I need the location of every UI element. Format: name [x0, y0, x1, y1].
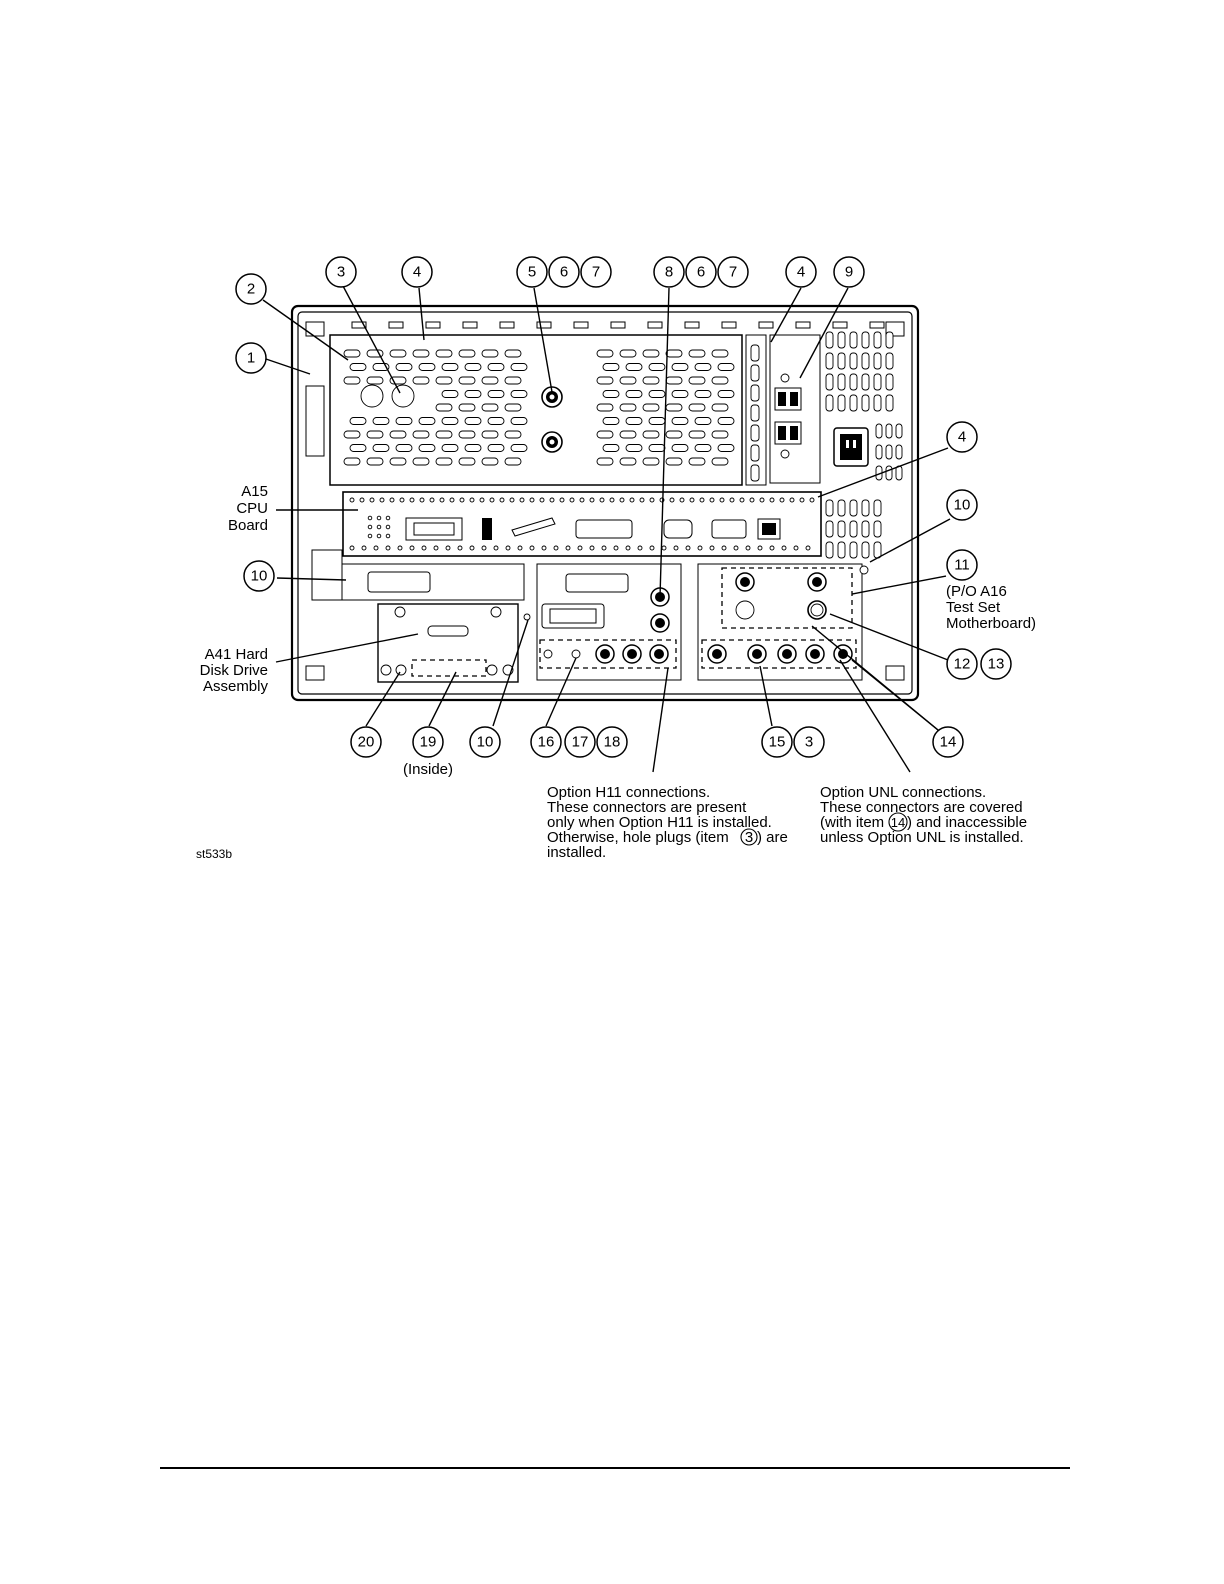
a15-cpu-board — [342, 491, 822, 557]
callout-2: 2 — [235, 273, 267, 305]
option-h11-note: Option H11 connections. These connectors… — [547, 784, 788, 861]
callout-5: 5 — [516, 256, 548, 288]
svg-text:17: 17 — [572, 734, 589, 751]
a16-label-line2: Test Set — [946, 599, 1001, 616]
svg-text:4: 4 — [413, 264, 421, 281]
a41-label-line2: Disk Drive — [200, 662, 268, 679]
footer-rule — [160, 1467, 1070, 1469]
svg-text:9: 9 — [845, 264, 853, 281]
svg-text:) are: ) are — [757, 829, 788, 846]
callout-10-left: 10 — [243, 560, 275, 592]
lower-left-panel — [341, 563, 531, 683]
svg-text:6: 6 — [697, 264, 705, 281]
top-vented-panel — [329, 334, 743, 486]
a16-label-line1: (P/O A16 — [946, 583, 1007, 600]
a16-label-line3: Motherboard) — [946, 615, 1036, 632]
inside-label: (Inside) — [403, 761, 453, 778]
callout-12: 12 — [946, 648, 978, 680]
svg-text:These connectors are covered: These connectors are covered — [820, 799, 1023, 816]
callout-19: 19 — [412, 726, 444, 758]
callout-7-a: 7 — [580, 256, 612, 288]
callout-4-right: 4 — [946, 421, 978, 453]
callout-18: 18 — [596, 726, 628, 758]
callout-15: 15 — [761, 726, 793, 758]
svg-text:1: 1 — [247, 350, 255, 367]
svg-text:5: 5 — [528, 264, 536, 281]
svg-text:12: 12 — [954, 656, 971, 673]
svg-text:20: 20 — [358, 734, 375, 751]
option-unl-note: Option UNL connections. These connectors… — [820, 784, 1027, 846]
svg-text:These connectors are present: These connectors are present — [547, 799, 747, 816]
hole-plug-left — [360, 384, 384, 408]
svg-text:16: 16 — [538, 734, 555, 751]
svg-text:13: 13 — [988, 656, 1005, 673]
svg-text:(with item: (with item — [820, 814, 884, 831]
lower-right-panel — [697, 563, 869, 681]
callout-16: 16 — [530, 726, 562, 758]
callout-7-b: 7 — [717, 256, 749, 288]
callout-9: 9 — [833, 256, 865, 288]
svg-text:3: 3 — [745, 829, 753, 846]
svg-text:7: 7 — [592, 264, 600, 281]
svg-text:6: 6 — [560, 264, 568, 281]
h11-connector-mid — [650, 613, 670, 633]
svg-text:3: 3 — [805, 734, 813, 751]
leader-lines — [262, 285, 951, 773]
lower-middle-panel — [536, 563, 682, 681]
callout-10-right: 10 — [946, 489, 978, 521]
a15-label-line3: Board — [228, 517, 268, 534]
callout-13: 13 — [980, 648, 1012, 680]
a41-label-line3: Assembly — [203, 678, 269, 695]
svg-text:14: 14 — [891, 815, 905, 830]
usb-power-panel — [745, 331, 903, 559]
svg-text:3: 3 — [337, 264, 345, 281]
svg-text:10: 10 — [251, 568, 268, 585]
a15-label-line2: CPU — [236, 500, 268, 517]
callout-4-top-right: 4 — [785, 256, 817, 288]
callout-11: 11 — [946, 549, 978, 581]
rear-connector-lower — [541, 431, 563, 453]
hole-plug-right — [391, 384, 415, 408]
svg-text:11: 11 — [954, 557, 970, 574]
callout-6-b: 6 — [685, 256, 717, 288]
callout-6-a: 6 — [548, 256, 580, 288]
svg-text:2: 2 — [247, 281, 255, 298]
svg-text:Otherwise, hole plugs (item: Otherwise, hole plugs (item — [547, 829, 729, 846]
callout-bubbles: 1 2 3 4 5 6 7 8 6 7 4 9 4 10 10 11 12 13… — [235, 256, 1012, 758]
svg-text:4: 4 — [958, 429, 966, 446]
a15-label-line1: A15 — [241, 483, 268, 500]
callout-14: 14 — [932, 726, 964, 758]
svg-text:10: 10 — [477, 734, 494, 751]
svg-text:unless Option UNL is installed: unless Option UNL is installed. — [820, 829, 1024, 846]
figure-code: st533b — [196, 847, 232, 861]
svg-text:Option H11 connections.: Option H11 connections. — [547, 784, 710, 801]
callout-17: 17 — [564, 726, 596, 758]
svg-text:installed.: installed. — [547, 844, 606, 861]
a41-label-line1: A41 Hard — [205, 646, 268, 663]
callout-4-top-left: 4 — [401, 256, 433, 288]
callout-3-top: 3 — [325, 256, 357, 288]
svg-text:19: 19 — [420, 734, 437, 751]
svg-text:Option UNL connections.: Option UNL connections. — [820, 784, 986, 801]
callout-10-bottom: 10 — [469, 726, 501, 758]
callout-8: 8 — [653, 256, 685, 288]
svg-text:only when Option H11 is instal: only when Option H11 is installed. — [547, 814, 772, 831]
callout-20: 20 — [350, 726, 382, 758]
callout-1: 1 — [235, 342, 267, 374]
callout-3-bottom: 3 — [793, 726, 825, 758]
svg-text:4: 4 — [797, 264, 805, 281]
component-labels: A15 CPU Board A41 Hard Disk Drive Assemb… — [200, 483, 1036, 778]
svg-text:7: 7 — [729, 264, 737, 281]
svg-text:10: 10 — [954, 497, 971, 514]
svg-text:8: 8 — [665, 264, 673, 281]
svg-text:) and inaccessible: ) and inaccessible — [907, 814, 1027, 831]
svg-text:15: 15 — [769, 734, 786, 751]
power-inlet — [833, 427, 869, 467]
svg-text:14: 14 — [940, 734, 957, 751]
svg-text:18: 18 — [604, 734, 621, 751]
rear-connector-upper — [541, 386, 563, 408]
